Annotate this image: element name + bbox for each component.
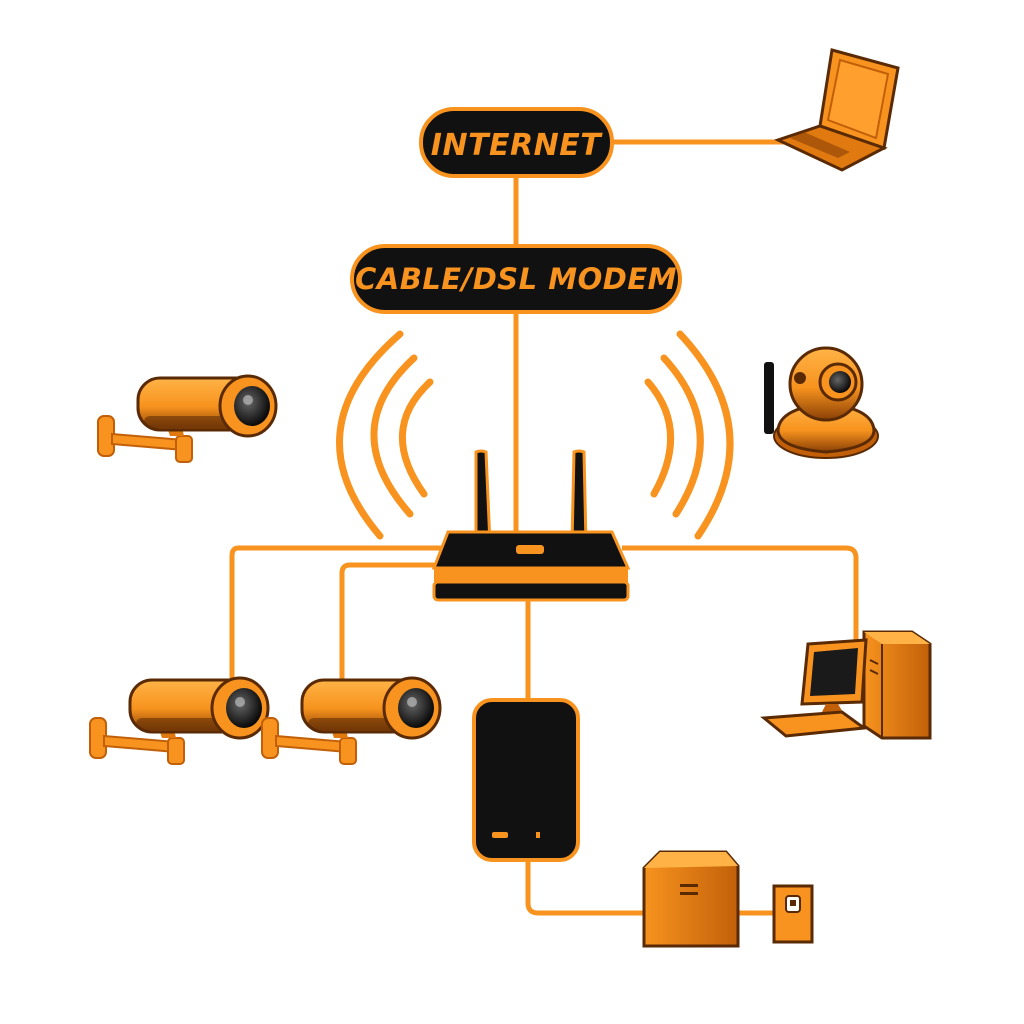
internet-node: INTERNET — [419, 107, 614, 178]
nvr-icon — [472, 698, 580, 862]
wifi-waves-right — [644, 330, 734, 540]
line-nvr-power — [525, 860, 644, 916]
desktop-computer-icon — [760, 630, 932, 740]
bullet-camera-top — [96, 374, 278, 464]
wall-outlet-icon — [772, 884, 814, 944]
router-icon — [431, 449, 631, 602]
internet-label: INTERNET — [431, 128, 603, 163]
connection-lines — [229, 139, 859, 916]
line-router-camera-left — [229, 545, 442, 688]
modem-label: CABLE/DSL MODEM — [355, 262, 677, 296]
wifi-waves-left — [336, 330, 434, 540]
line-router-desktop — [622, 545, 859, 640]
modem-node: CABLE/DSL MODEM — [350, 244, 682, 314]
power-supply-icon — [642, 850, 740, 948]
line-router-camera-middle — [339, 562, 442, 688]
bullet-camera-middle — [260, 676, 442, 766]
bullet-camera-left — [88, 676, 270, 766]
ptz-camera-icon — [764, 346, 879, 459]
laptop-icon — [773, 48, 900, 172]
